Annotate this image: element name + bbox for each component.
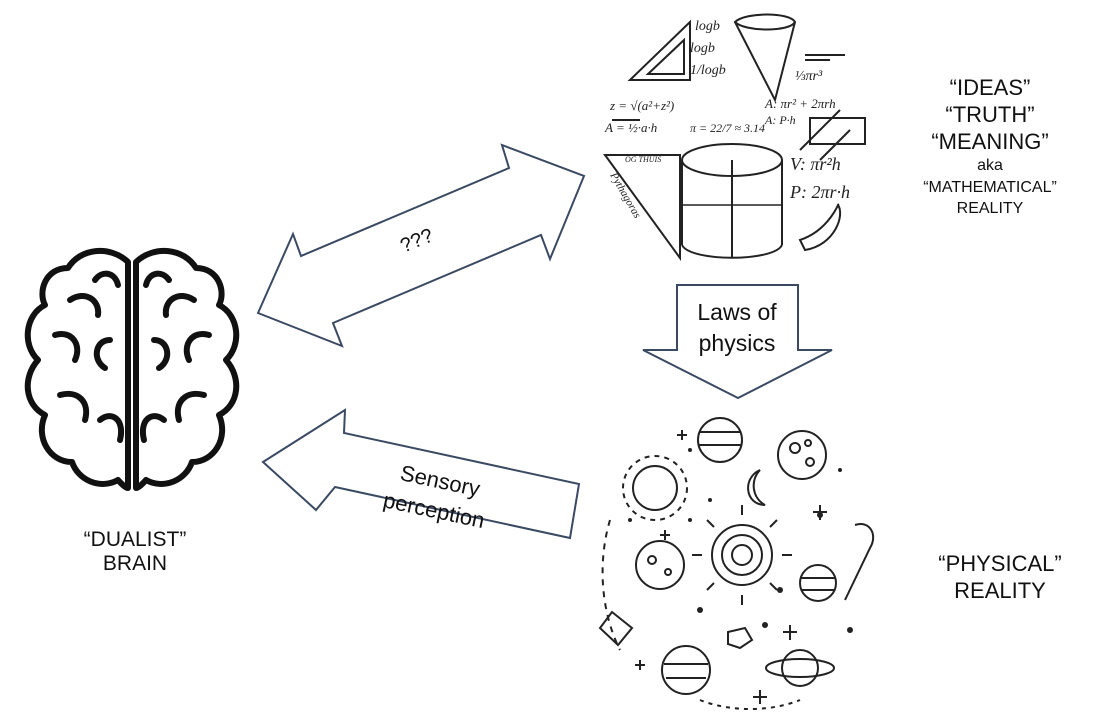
rocket-icon: [598, 610, 634, 647]
formula-text: A = ½·a·h: [604, 120, 657, 135]
capsule-icon: [798, 203, 842, 252]
formula-text: logb: [690, 41, 715, 56]
formula-text: z = √(a²+z²): [609, 98, 674, 113]
formula-text: π = 22/7 ≈ 3.14: [690, 121, 765, 135]
moon-planet-icon: [635, 540, 685, 590]
brain-icon: [24, 247, 240, 491]
math-realm-label: “IDEAS” “TRUTH” “MEANING” aka “MATHEMATI…: [890, 74, 1090, 219]
earth-icon: [632, 465, 678, 511]
crescent-moon-icon: [747, 469, 766, 506]
triangle-ruler-icon: [627, 19, 691, 81]
laws-of-physics-arrow: [642, 284, 833, 400]
physical-label-line2: REALITY: [954, 578, 1046, 603]
math-label-reality: REALITY: [956, 200, 1024, 217]
formula-text: V: πr²h: [790, 154, 841, 174]
laws-of-physics-label: Laws of physics: [672, 297, 802, 359]
formula-text: P: 2πr·h: [789, 182, 850, 202]
sensory-perception-arrow: [261, 408, 581, 540]
math-label-aka: aka: [977, 157, 1003, 174]
brain-label-line2: BRAIN: [102, 552, 168, 576]
math-label-truth: “TRUTH”: [945, 102, 1035, 127]
sun-icon: [692, 505, 792, 605]
swirl-planet-icon: [661, 645, 711, 695]
math-label-meaning: “MEANING”: [931, 129, 1049, 154]
formula-text: ⅓πr³: [795, 69, 823, 84]
laws-line2: physics: [698, 330, 776, 356]
saturn-icon: [781, 649, 819, 687]
math-formula-texts: logb logb 1/logb z = √(a²+z²) A = ½·a·h …: [604, 19, 850, 220]
formula-text: OG THUIS: [625, 155, 661, 164]
brain-label-line1: “DUALIST”: [83, 528, 187, 551]
math-label-ideas: “IDEAS”: [949, 75, 1031, 100]
right-triangle-icon: [603, 154, 681, 262]
physical-realm-label: “PHYSICAL” REALITY: [900, 550, 1094, 604]
formula-text: A: πr² + 2πrh: [764, 96, 836, 111]
formula-text: Pythagoras: [607, 170, 643, 221]
crater-planet-icon: [777, 430, 827, 480]
striped-planet-icon: [697, 417, 743, 463]
gas-planet-icon: [799, 564, 837, 602]
cylinder-icon: [681, 143, 783, 259]
cone-icon: [733, 13, 797, 31]
math-formulas-illustration: [603, 13, 866, 262]
brain-label: “DUALIST” BRAIN: [40, 528, 230, 576]
formula-text: A: P·h: [764, 113, 796, 127]
laws-line1: Laws of: [697, 299, 777, 325]
comet-icon: [844, 523, 875, 601]
rectangle-icon: [809, 117, 866, 145]
physical-label-line1: “PHYSICAL”: [938, 551, 1062, 576]
formula-text: logb: [695, 19, 720, 34]
math-label-mathematical: “MATHEMATICAL”: [923, 179, 1057, 196]
formula-text: 1/logb: [690, 63, 726, 78]
planets-illustration: [598, 417, 875, 710]
bidirectional-arrow: [256, 143, 586, 348]
asteroid-icon: [727, 626, 754, 650]
